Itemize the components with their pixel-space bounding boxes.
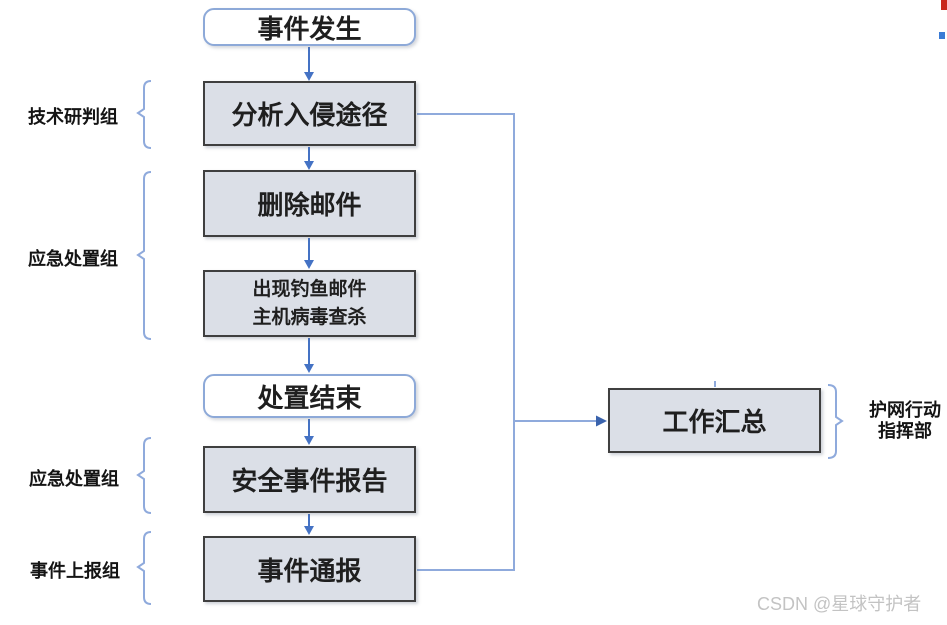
node-event-start: 事件发生 bbox=[203, 8, 416, 46]
node-security-report: 安全事件报告 bbox=[203, 446, 416, 513]
group-label-emergency-2: 应急处置组 bbox=[29, 469, 119, 489]
node-phishing-line2: 主机病毒查杀 bbox=[252, 306, 367, 328]
bracket-command-group bbox=[827, 384, 844, 459]
bracket-emergency-group2 bbox=[136, 437, 152, 514]
node-work-summary: 工作汇总 bbox=[608, 388, 821, 453]
edge-artifact-blue bbox=[939, 32, 945, 39]
group-label-reporting: 事件上报组 bbox=[30, 561, 120, 581]
node-security-report-label: 安全事件报告 bbox=[231, 466, 388, 496]
node-phishing-virus-scan: 出现钓鱼邮件 主机病毒查杀 bbox=[203, 270, 416, 337]
node-disposal-end-label: 处置结束 bbox=[257, 382, 362, 413]
arrow-delete-to-phishing bbox=[304, 238, 314, 269]
bracket-reporting-group bbox=[136, 531, 152, 605]
node-phishing-line1: 出现钓鱼邮件 bbox=[252, 278, 367, 300]
group-label-emergency-1: 应急处置组 bbox=[28, 249, 118, 269]
node-analyze-intrusion: 分析入侵途径 bbox=[203, 81, 416, 146]
bracket-emergency-group1 bbox=[136, 171, 152, 340]
node-disposal-end: 处置结束 bbox=[203, 374, 416, 418]
csdn-watermark: CSDN @星球守护者 bbox=[757, 594, 922, 614]
node-analyze-intrusion-label: 分析入侵途径 bbox=[231, 100, 388, 130]
node-event-start-label: 事件发生 bbox=[257, 13, 362, 44]
node-delete-mail: 删除邮件 bbox=[203, 170, 416, 237]
bracket-tech-group bbox=[136, 80, 152, 149]
edge-artifact-red bbox=[941, 0, 947, 10]
connector-analyze-notify-trunk bbox=[417, 113, 515, 571]
node-delete-mail-label: 删除邮件 bbox=[257, 190, 362, 220]
group-label-command-line2: 指挥部 bbox=[878, 421, 932, 441]
arrow-phishing-to-finish bbox=[304, 338, 314, 373]
arrow-report-to-notify bbox=[304, 514, 314, 535]
node-work-summary-label: 工作汇总 bbox=[662, 407, 767, 437]
group-label-command-line1: 护网行动 bbox=[869, 400, 941, 420]
arrow-analyze-to-delete bbox=[304, 147, 314, 170]
group-label-command: 护网行动 指挥部 bbox=[860, 400, 947, 442]
arrow-finish-to-report bbox=[304, 419, 314, 445]
group-label-tech: 技术研判组 bbox=[28, 107, 118, 127]
arrow-trunk-to-summary bbox=[514, 415, 607, 427]
arrow-start-to-analyze bbox=[304, 47, 314, 81]
node-event-notification: 事件通报 bbox=[203, 536, 416, 602]
node-event-notification-label: 事件通报 bbox=[257, 555, 362, 586]
